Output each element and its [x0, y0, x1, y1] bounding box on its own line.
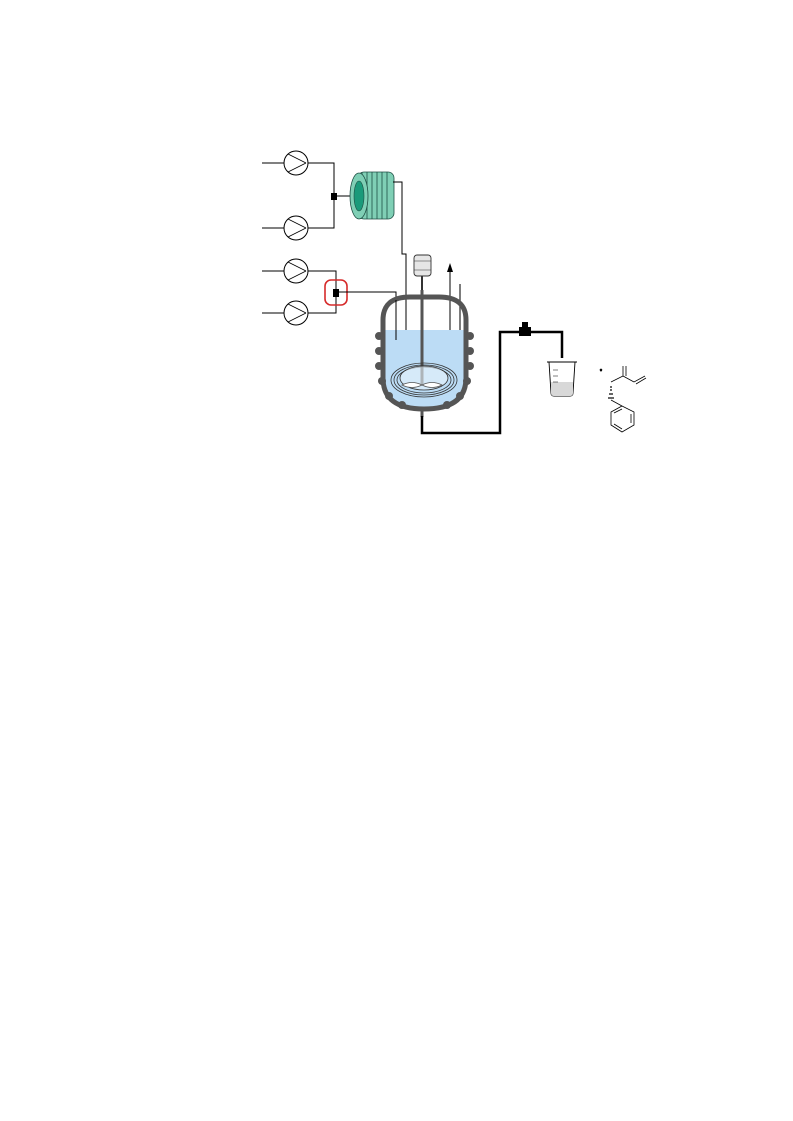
- collection-beaker: [547, 361, 577, 397]
- pump-1: [262, 150, 335, 196]
- stirrer-motor: [413, 254, 432, 290]
- pump-3: [262, 258, 337, 290]
- pump-2: [262, 198, 335, 241]
- t-mixer-outlet: [519, 322, 564, 358]
- jacketed-stirred-tank-reactor: [375, 290, 474, 417]
- pump-4: [262, 294, 337, 326]
- coil-reactor: [349, 171, 403, 220]
- outlet-line: [420, 330, 522, 435]
- product-structure: *: [600, 366, 647, 433]
- t-mixer-upper: [331, 193, 352, 200]
- chiral-marker-label: *: [600, 369, 602, 375]
- coil-outlet-line: [401, 196, 409, 348]
